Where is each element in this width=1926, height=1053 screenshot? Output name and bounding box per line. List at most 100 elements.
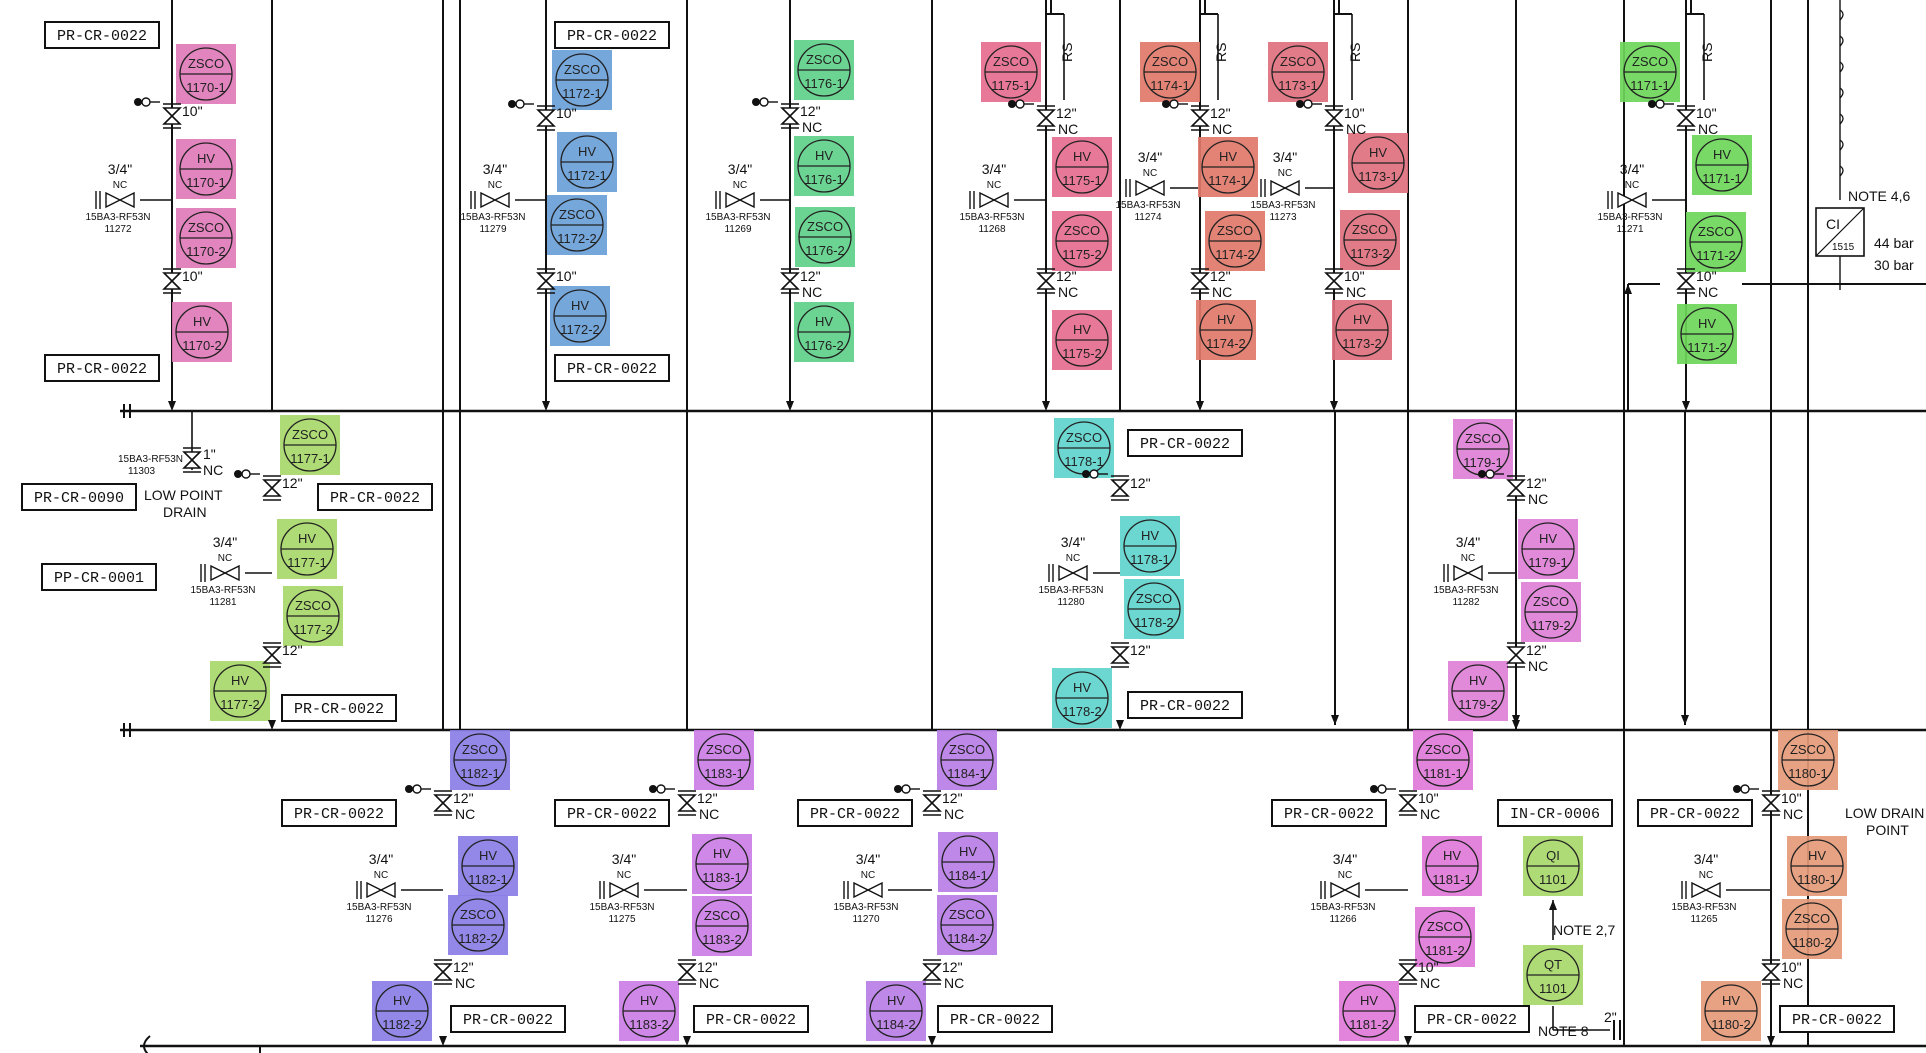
gate-valve[interactable] — [1110, 475, 1130, 501]
gate-valve[interactable] — [1398, 959, 1418, 985]
drain-valve[interactable] — [843, 881, 883, 899]
drain-valve[interactable] — [715, 191, 755, 209]
gate-valve[interactable] — [1190, 105, 1210, 131]
gate-valve[interactable] — [1398, 790, 1418, 816]
gate-valve[interactable] — [182, 447, 202, 473]
drain-valve[interactable] — [1260, 179, 1300, 197]
gate-valve[interactable] — [262, 642, 282, 668]
gate-valve[interactable] — [1676, 105, 1696, 131]
gate-valve[interactable] — [433, 790, 453, 816]
drain-valve[interactable] — [356, 881, 396, 899]
drain-valve[interactable] — [1607, 191, 1647, 209]
gate-valve[interactable] — [1506, 642, 1526, 668]
gate-valve[interactable] — [1506, 475, 1526, 501]
gate-valve[interactable] — [433, 959, 453, 985]
gate-valve[interactable] — [922, 959, 942, 985]
drain-valve[interactable] — [1681, 881, 1721, 899]
drain-valve[interactable] — [1125, 179, 1165, 197]
drain-valve[interactable] — [470, 191, 510, 209]
drain-valve[interactable] — [200, 564, 240, 582]
gate-valve[interactable] — [536, 105, 556, 131]
gate-valve[interactable] — [1036, 105, 1056, 131]
gate-valve[interactable] — [780, 268, 800, 294]
gate-valve[interactable] — [1190, 268, 1210, 294]
gate-valve[interactable] — [780, 103, 800, 129]
gate-valve[interactable] — [162, 103, 182, 129]
gate-valve[interactable] — [536, 268, 556, 294]
gate-valve[interactable] — [1036, 268, 1056, 294]
gate-valve[interactable] — [677, 959, 697, 985]
drain-valve[interactable] — [599, 881, 639, 899]
gate-valve[interactable] — [262, 475, 282, 501]
drain-valve[interactable] — [95, 191, 135, 209]
gate-valve[interactable] — [677, 790, 697, 816]
drain-valve[interactable] — [1443, 564, 1483, 582]
drain-valve[interactable] — [1320, 881, 1360, 899]
gate-valve[interactable] — [1676, 268, 1696, 294]
drain-valve[interactable] — [969, 191, 1009, 209]
gate-valve[interactable] — [1761, 790, 1781, 816]
gate-valve[interactable] — [162, 268, 182, 294]
gate-valve[interactable] — [1324, 268, 1344, 294]
